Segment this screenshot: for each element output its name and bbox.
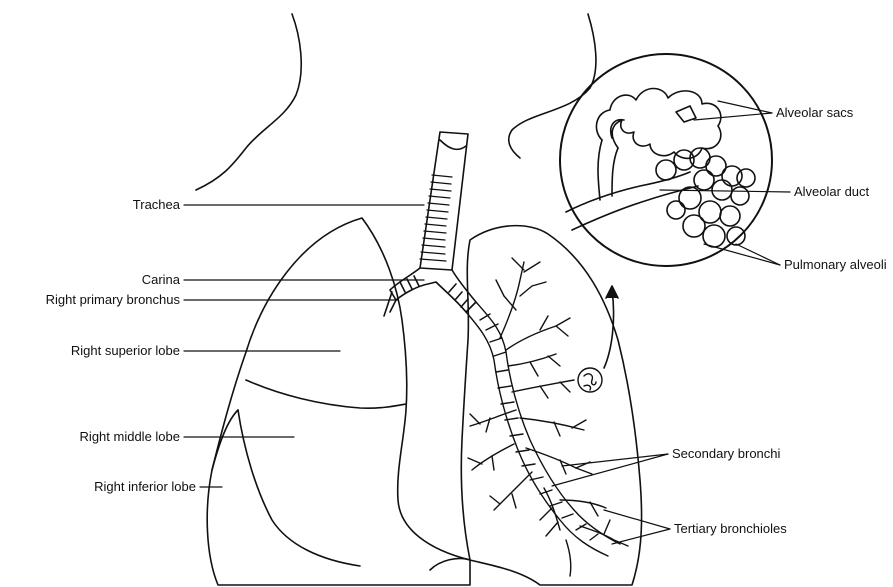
label-carina: Carina bbox=[100, 272, 180, 288]
label-secondary-bronchi: Secondary bronchi bbox=[672, 446, 780, 462]
trachea bbox=[420, 132, 468, 270]
label-right-primary-bronchus: Right primary bronchus bbox=[2, 292, 180, 308]
horizontal-fissure bbox=[246, 380, 406, 408]
bronchial-tree bbox=[466, 258, 628, 576]
left-lung-outline bbox=[461, 226, 641, 585]
label-alveolar-duct: Alveolar duct bbox=[794, 184, 869, 200]
label-right-inferior-lobe: Right inferior lobe bbox=[20, 479, 196, 495]
label-tertiary-bronchioles: Tertiary bronchioles bbox=[674, 521, 787, 537]
leader-secondary-bronchi-1 bbox=[562, 454, 668, 466]
cardiac-notch bbox=[430, 558, 470, 570]
leader-tertiary-bronchioles-1 bbox=[604, 510, 670, 529]
leader-alveolar-sacs-1 bbox=[718, 101, 772, 113]
magnify-arrow bbox=[604, 286, 618, 368]
label-right-middle-lobe: Right middle lobe bbox=[20, 429, 180, 445]
neck-outline-left bbox=[196, 14, 301, 190]
neck-outline-right bbox=[509, 14, 596, 158]
right-lung bbox=[207, 218, 470, 585]
leader-secondary-bronchi-2 bbox=[552, 454, 668, 486]
left-lung bbox=[430, 226, 642, 585]
right-lung-outline bbox=[207, 218, 470, 585]
pulmonary-alveoli-cluster bbox=[656, 148, 755, 247]
leader-alveolar-sacs-2 bbox=[694, 113, 772, 120]
label-pulmonary-alveoli: Pulmonary alveoli bbox=[784, 257, 887, 273]
label-alveolar-sacs: Alveolar sacs bbox=[776, 105, 853, 121]
oblique-fissure bbox=[238, 410, 360, 566]
primary-bronchi bbox=[384, 268, 476, 316]
label-trachea: Trachea bbox=[100, 197, 180, 213]
label-right-superior-lobe: Right superior lobe bbox=[20, 343, 180, 359]
